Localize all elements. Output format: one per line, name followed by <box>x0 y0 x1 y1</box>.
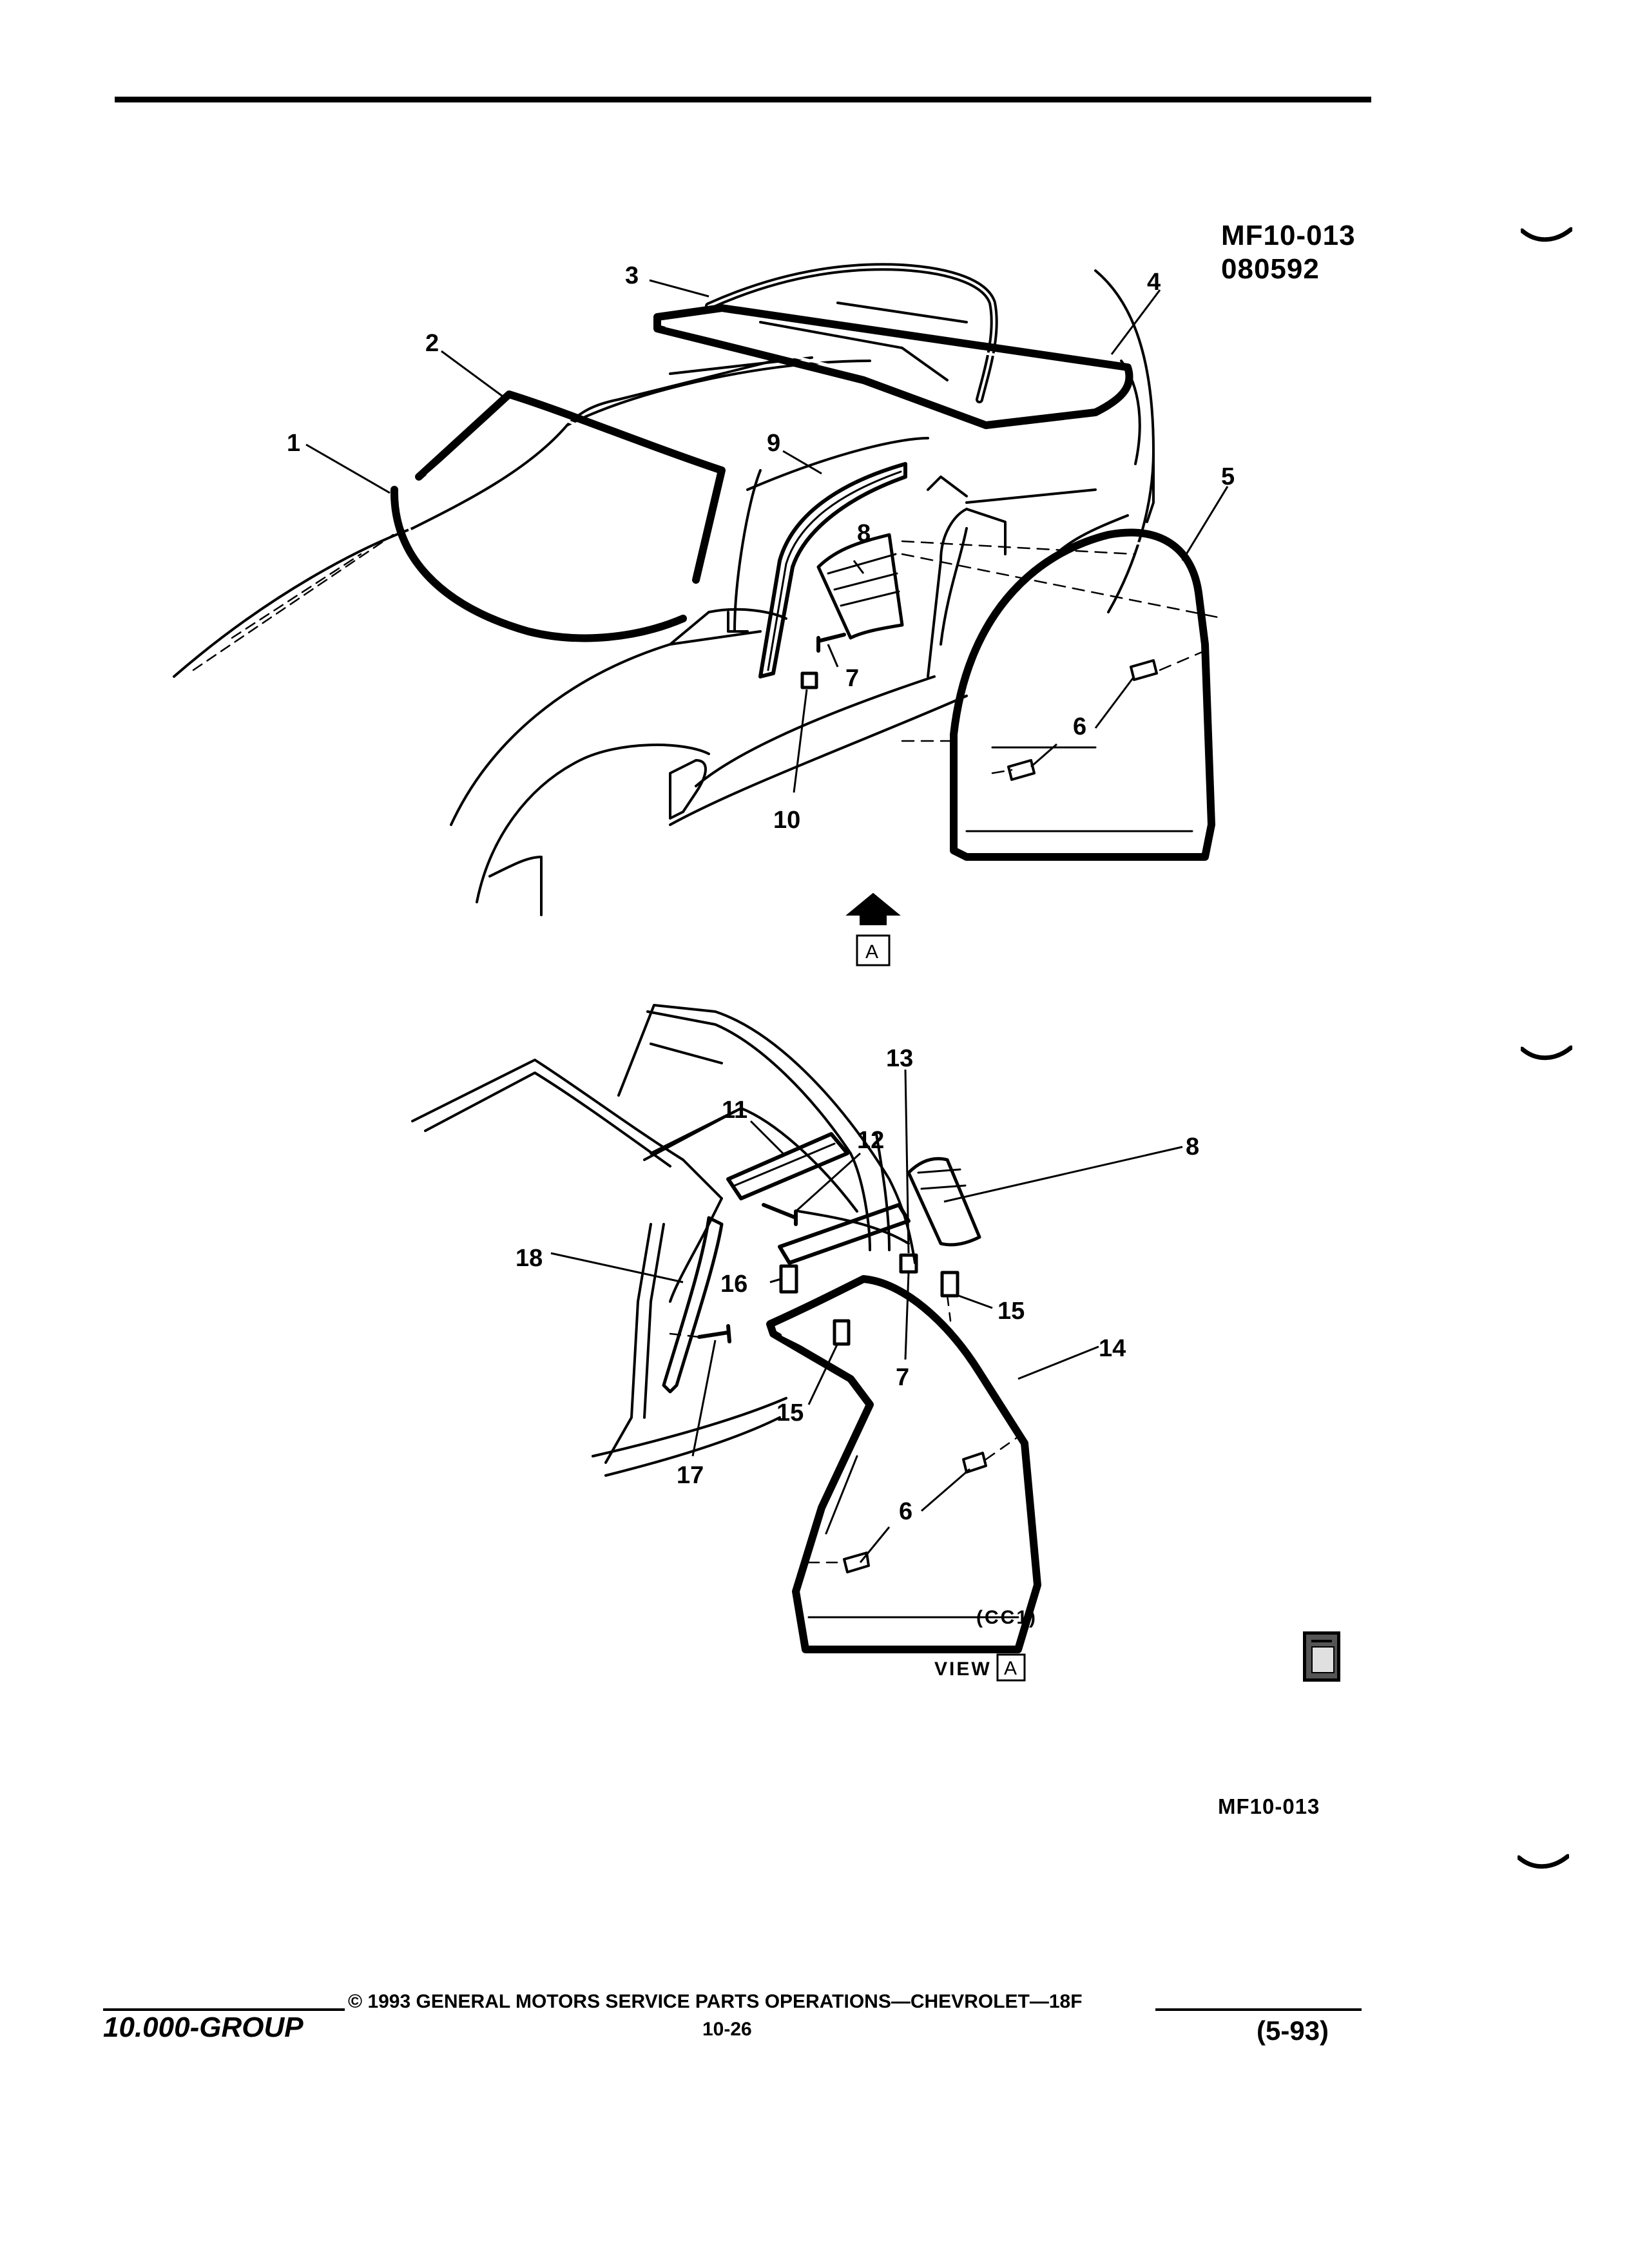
part-12-screw <box>762 1203 798 1226</box>
part-2-windshield-upper <box>415 390 726 584</box>
part-6-clip-top-right <box>1130 659 1158 681</box>
footer-copyright: © 1993 GENERAL MOTORS SERVICE PARTS OPER… <box>348 1991 1083 2012</box>
callout-7: 7 <box>845 665 859 692</box>
part-11-belt-reinforcement <box>726 1132 849 1200</box>
part-17-screw <box>697 1324 731 1343</box>
callout-7-view-a: 7 <box>896 1364 909 1391</box>
part-6-clip-bottom-right <box>962 1452 987 1474</box>
binding-tick-mark-1 <box>1521 227 1572 242</box>
callout-6-view-a: 6 <box>899 1498 912 1525</box>
part-4-roof-weatherstrip <box>653 304 1133 429</box>
footer-group: 10.000-GROUP <box>103 2012 304 2043</box>
part-8-quarter-molding-view-a <box>907 1157 981 1247</box>
footer-page-number: 10-26 <box>702 2019 752 2040</box>
callout-14: 14 <box>1099 1335 1126 1362</box>
figure-code: MF10-013 <box>1221 220 1356 251</box>
callout-6: 6 <box>1073 713 1086 740</box>
up-arrow-icon <box>845 892 901 925</box>
variant-code: (CC1) <box>976 1607 1037 1628</box>
figure-code-block: MF10-013 080592 <box>1221 219 1356 286</box>
car-body-top <box>173 269 1155 916</box>
callout-8: 8 <box>857 520 871 547</box>
part-1-windshield-lower <box>390 486 687 642</box>
callout-13: 13 <box>886 1045 913 1072</box>
view-caption-letter: A <box>1004 1658 1017 1679</box>
view-marker-letter: A <box>865 941 878 963</box>
part-15-fastener-left <box>833 1319 851 1346</box>
footer-rule-left <box>103 2008 345 2011</box>
part-5-door-weatherstrip <box>950 528 1215 861</box>
callout-8-view-a: 8 <box>1186 1133 1199 1160</box>
part-15-fastener-right <box>940 1271 959 1298</box>
callout-1: 1 <box>287 430 300 457</box>
part-8-quarter-molding <box>816 533 904 640</box>
callout-18: 18 <box>516 1245 543 1272</box>
part-7-fastener-view-a <box>899 1253 918 1274</box>
callout-2: 2 <box>425 330 439 357</box>
callout-9: 9 <box>767 430 780 457</box>
binding-tick-mark-3 <box>1518 1854 1569 1869</box>
figure-date-code: 080592 <box>1221 253 1320 285</box>
callout-16: 16 <box>720 1271 747 1298</box>
view-caption-prefix: VIEW <box>934 1658 992 1680</box>
callout-10: 10 <box>773 807 800 834</box>
car-body-view-a <box>411 1004 916 1477</box>
top-rule <box>115 97 1371 102</box>
part-10-fastener-top <box>800 671 818 689</box>
footer-date: (5-93) <box>1257 2015 1329 2046</box>
callout-11: 11 <box>722 1097 747 1124</box>
figure-code-bottom: MF10-013 <box>1218 1794 1320 1818</box>
callout-15-right: 15 <box>998 1298 1025 1325</box>
callout-12: 12 <box>857 1127 884 1154</box>
part-14-door-weatherstrip-view-a <box>766 1275 1041 1653</box>
callout-15-left: 15 <box>776 1399 804 1427</box>
part-6-clip-top-left <box>1007 759 1036 781</box>
part-18-pillar-molding <box>662 1216 724 1394</box>
part-9-door-front-seal <box>758 462 907 678</box>
view-caption: VIEW A <box>934 1653 1026 1682</box>
part-7-screw-top <box>816 633 846 653</box>
callout-3: 3 <box>625 262 639 289</box>
part-6-clip-bottom-left <box>843 1552 870 1573</box>
gm-spo-logo-icon <box>1303 1631 1340 1682</box>
binding-tick-mark-2 <box>1521 1045 1572 1061</box>
footer-rule-right <box>1155 2008 1362 2011</box>
callout-5: 5 <box>1221 463 1235 490</box>
callout-17: 17 <box>677 1462 704 1489</box>
view-marker: A <box>845 892 901 966</box>
part-16-fastener <box>779 1264 798 1294</box>
callout-4: 4 <box>1147 269 1161 296</box>
